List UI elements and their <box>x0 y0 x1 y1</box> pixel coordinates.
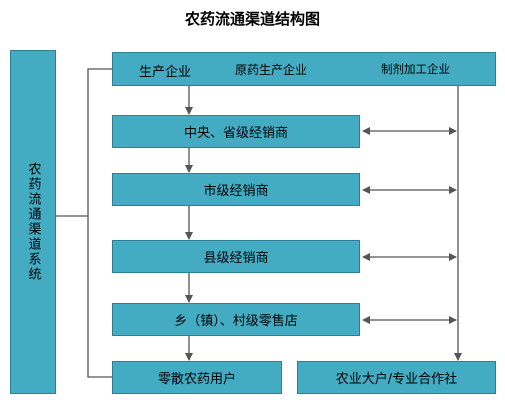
formulation-label: 制剂加工企业 <box>381 62 450 76</box>
level-label: 县级经销商 <box>203 251 269 266</box>
scattered-users-label: 零散农药用户 <box>157 372 236 387</box>
level-box-central-provincial: 中央、省级经销商 <box>112 115 360 148</box>
level-box-township-village: 乡（镇）、村级零售店 <box>112 303 360 336</box>
bracket-line <box>87 68 112 378</box>
cooperative-label: 农业大户/专业合作社 <box>335 372 458 387</box>
level-label: 市级经销商 <box>203 184 269 199</box>
level-label: 乡（镇）、村级零售店 <box>174 314 298 329</box>
producer-label: 生产企业 <box>139 65 192 80</box>
cooperative-box: 农业大户/专业合作社 <box>297 361 496 394</box>
level-label: 中央、省级经销商 <box>183 126 288 141</box>
level-box-county: 县级经销商 <box>112 240 360 273</box>
diagram-title: 农药流通渠道结构图 <box>184 10 320 28</box>
production-box: 生产企业 原药生产企业 制剂加工企业 <box>112 52 496 86</box>
level-box-city: 市级经销商 <box>112 173 360 206</box>
system-box: 农药流通渠道系统 <box>10 50 56 394</box>
system-label: 农药流通渠道系统 <box>25 162 41 282</box>
scattered-users-box: 零散农药用户 <box>112 361 282 394</box>
raw-producer-label: 原药生产企业 <box>235 63 308 77</box>
